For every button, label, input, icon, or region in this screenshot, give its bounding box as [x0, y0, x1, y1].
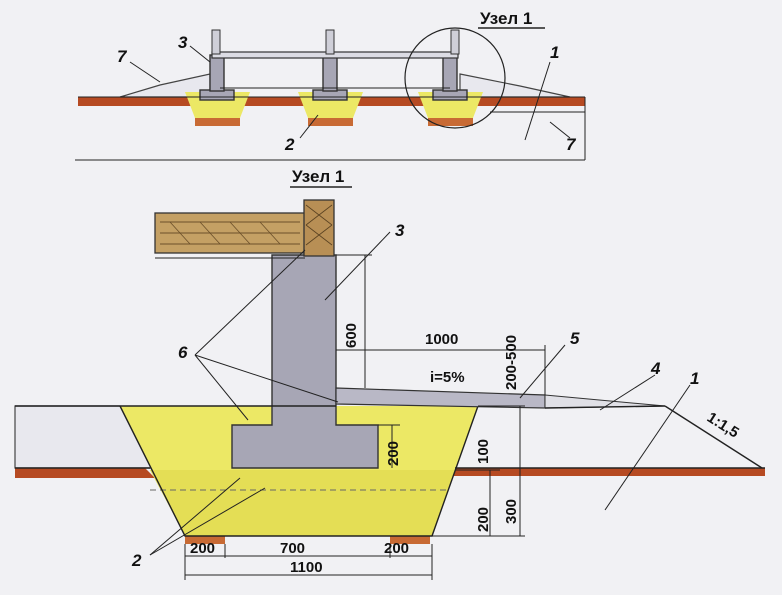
overview-post-1	[209, 54, 225, 92]
overview-pad-3	[428, 118, 473, 126]
detail-title: Узел 1	[292, 167, 344, 186]
callout-4-top: 7	[117, 47, 128, 66]
callout-4: 4	[650, 359, 661, 378]
callout-6: 6	[178, 343, 188, 362]
node-circle	[404, 27, 506, 129]
ground-left	[15, 468, 155, 478]
concrete-footing-post	[231, 254, 379, 469]
callout-7-top: 7	[566, 135, 577, 154]
compacted-sand-layer	[150, 470, 455, 536]
callout-3-top: 3	[178, 33, 188, 52]
overview-beam	[211, 51, 459, 59]
overview-pad-1	[195, 118, 240, 126]
callout-1-top: 1	[550, 43, 559, 62]
overview-column-1	[211, 29, 221, 55]
side-slope-line	[664, 405, 763, 469]
side-slope-label: 1:1,5	[704, 409, 742, 442]
callout-5: 5	[570, 329, 580, 348]
detail-section	[14, 199, 765, 580]
blind-area-slab	[335, 387, 546, 409]
dim-600: 600	[343, 323, 360, 348]
overview-column-3	[450, 29, 460, 55]
dim-300: 300	[503, 499, 520, 524]
pad-left	[185, 536, 225, 544]
dim-footing-200: 200	[385, 441, 402, 466]
overview-title: Узел 1	[480, 9, 532, 28]
dim-bottom-middle: 700	[280, 540, 305, 557]
overview-post-2	[322, 54, 338, 92]
dim-200-500: 200-500	[503, 335, 520, 390]
dim-bottom-right: 200	[384, 540, 409, 557]
pad-right	[390, 536, 430, 544]
overview-section	[75, 27, 586, 161]
overview-pad-2	[308, 118, 353, 126]
dim-200-right: 200	[475, 507, 492, 532]
callout-2: 2	[131, 551, 142, 570]
callout-1: 1	[690, 369, 699, 388]
overview-column-2	[325, 29, 335, 55]
dim-1000: 1000	[425, 331, 458, 348]
slope-label: i=5%	[430, 369, 465, 386]
dim-bottom-left: 200	[190, 540, 215, 557]
wall-post	[303, 199, 335, 257]
dim-bottom-total: 1100	[290, 559, 323, 576]
callout-3: 3	[395, 221, 405, 240]
ground-right	[445, 468, 765, 476]
overview-post-3	[442, 54, 458, 92]
dim-100: 100	[475, 439, 492, 464]
callout-2-top: 2	[284, 135, 295, 154]
